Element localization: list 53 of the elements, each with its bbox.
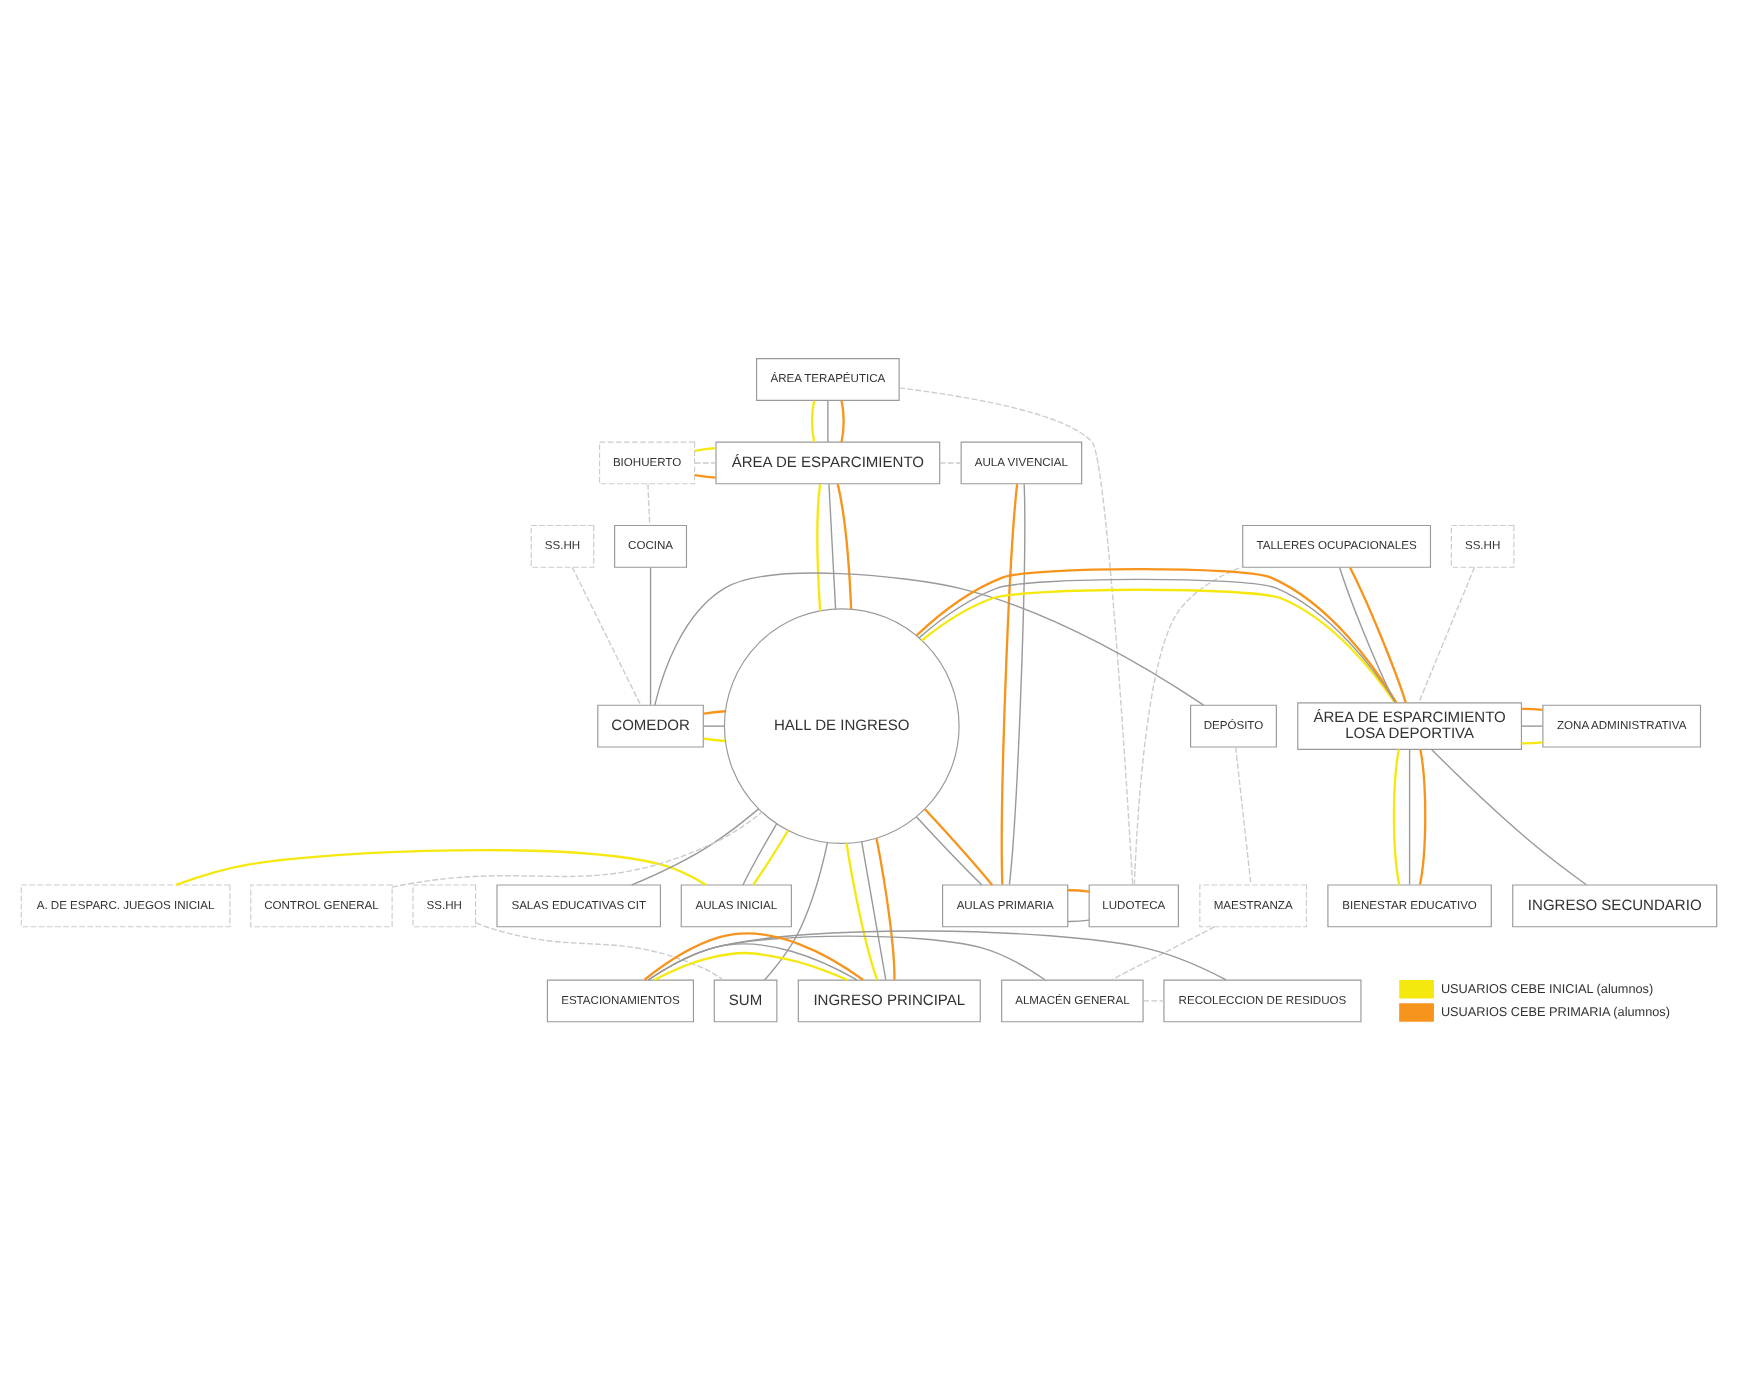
connector bbox=[391, 810, 763, 887]
connector bbox=[694, 446, 716, 451]
connector bbox=[175, 848, 707, 885]
connector bbox=[816, 483, 822, 610]
connector bbox=[1067, 918, 1090, 922]
connector bbox=[1418, 565, 1476, 703]
connector bbox=[643, 931, 864, 980]
connector bbox=[649, 565, 652, 705]
connector bbox=[1408, 747, 1411, 885]
connector bbox=[694, 461, 717, 463]
connector bbox=[1521, 706, 1543, 711]
connector bbox=[1418, 748, 1427, 884]
connector bbox=[647, 942, 858, 980]
connector bbox=[654, 571, 1205, 705]
connector bbox=[647, 929, 1227, 980]
connector bbox=[1000, 483, 1019, 884]
connector bbox=[1110, 925, 1216, 980]
connector bbox=[1008, 482, 1026, 885]
connector bbox=[1142, 999, 1165, 1001]
connector bbox=[845, 842, 879, 980]
connector bbox=[763, 841, 829, 980]
connector bbox=[924, 807, 994, 885]
connector bbox=[811, 399, 816, 442]
connector bbox=[915, 815, 983, 885]
connector bbox=[703, 709, 726, 714]
connector bbox=[875, 836, 896, 979]
connector bbox=[1067, 888, 1090, 892]
connector bbox=[703, 736, 726, 742]
connector bbox=[702, 724, 725, 726]
connector bbox=[1520, 724, 1544, 726]
connector bbox=[828, 482, 837, 609]
connector bbox=[647, 934, 1046, 980]
connector bbox=[653, 950, 849, 981]
connector bbox=[647, 482, 651, 526]
connector bbox=[898, 386, 1134, 885]
connector bbox=[752, 828, 790, 885]
connector bbox=[827, 399, 829, 442]
connector bbox=[1521, 740, 1543, 744]
connector bbox=[571, 565, 642, 705]
connector bbox=[475, 921, 724, 980]
connector bbox=[1133, 565, 1244, 885]
connector bbox=[742, 822, 778, 885]
connector bbox=[1235, 745, 1252, 885]
connector bbox=[840, 399, 845, 442]
connector bbox=[836, 482, 853, 609]
connector bbox=[939, 461, 962, 463]
connector bbox=[1338, 565, 1396, 703]
connector bbox=[1430, 747, 1587, 885]
connector bbox=[631, 807, 760, 885]
connector bbox=[1348, 566, 1407, 702]
connector bbox=[694, 472, 716, 478]
connector bbox=[861, 839, 887, 980]
connector bbox=[1392, 748, 1401, 884]
